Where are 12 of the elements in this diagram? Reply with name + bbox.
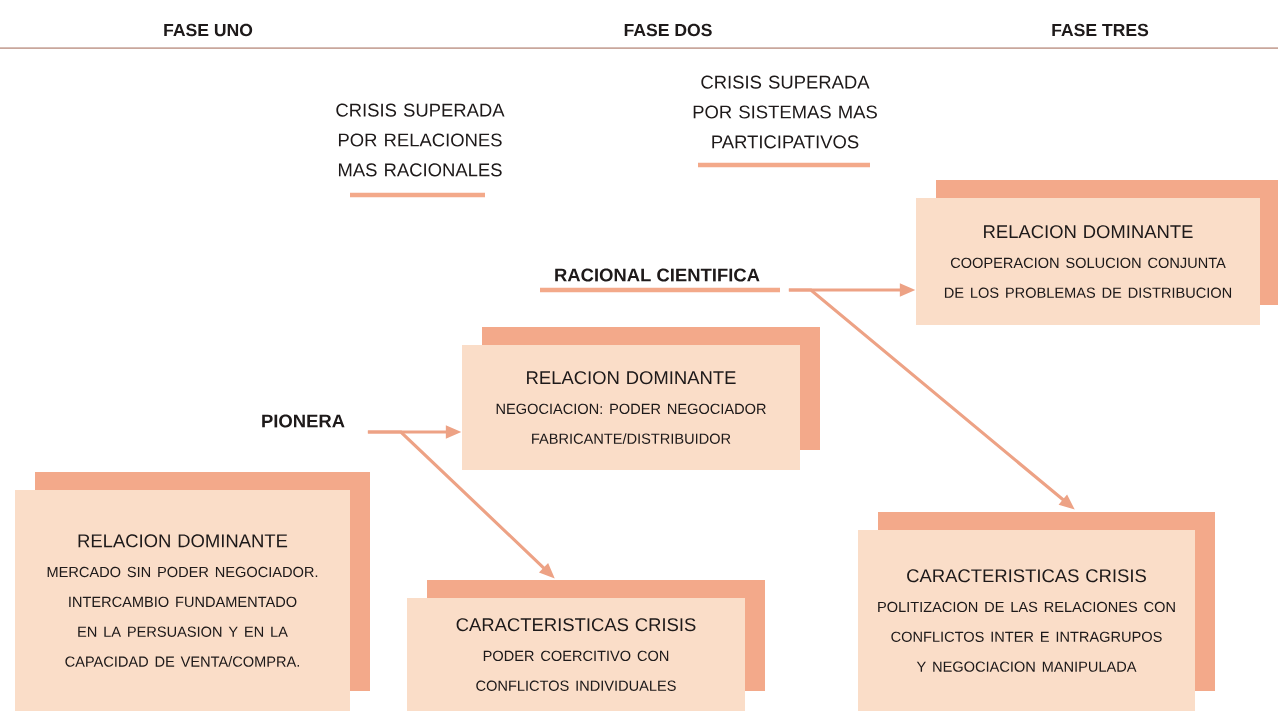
phase-heading: FASE DOS bbox=[624, 23, 712, 37]
text-card: CARACTERISTICAS CRISIS PODER COERCITIVO CON CONFLICTOS INDIVIDUALES bbox=[407, 580, 765, 711]
text-card: CARACTERISTICAS CRISIS POLITIZACION DE LAS RELACIONES CON CONFLICTOS INTER E INTRAGRUPOS Y NEGOCIACION MANIPULADA bbox=[858, 512, 1215, 711]
text-card: RELACION DOMINANTE MERCADO SIN PODER NEGOCIADOR. INTERCAMBIO FUNDAMENTADO EN LA PERSUASION Y EN LA CAPACIDAD DE VENTA/COMPRA. bbox=[15, 472, 370, 711]
crisis-note: CRISIS SUPERADA POR RELACIONES MAS RACIONALES bbox=[336, 103, 505, 198]
phase-heading: FASE UNO bbox=[164, 23, 253, 37]
text-card: RELACION DOMINANTE NEGOCIACION: PODER NEGOCIADOR FABRICANTE/DISTRIBUIDOR bbox=[462, 327, 820, 470]
stage-label: PIONERA bbox=[262, 414, 345, 428]
phase-heading: FASE TRES bbox=[1052, 23, 1149, 37]
stage-label: RACIONAL CIENTIFICA bbox=[540, 268, 780, 293]
text-card: RELACION DOMINANTE COOPERACION SOLUCION CONJUNTA DE LOS PROBLEMAS DE DISTRIBUCION bbox=[916, 180, 1278, 325]
crisis-note: CRISIS SUPERADA POR SISTEMAS MAS PARTICIPATIVOS bbox=[693, 75, 877, 168]
